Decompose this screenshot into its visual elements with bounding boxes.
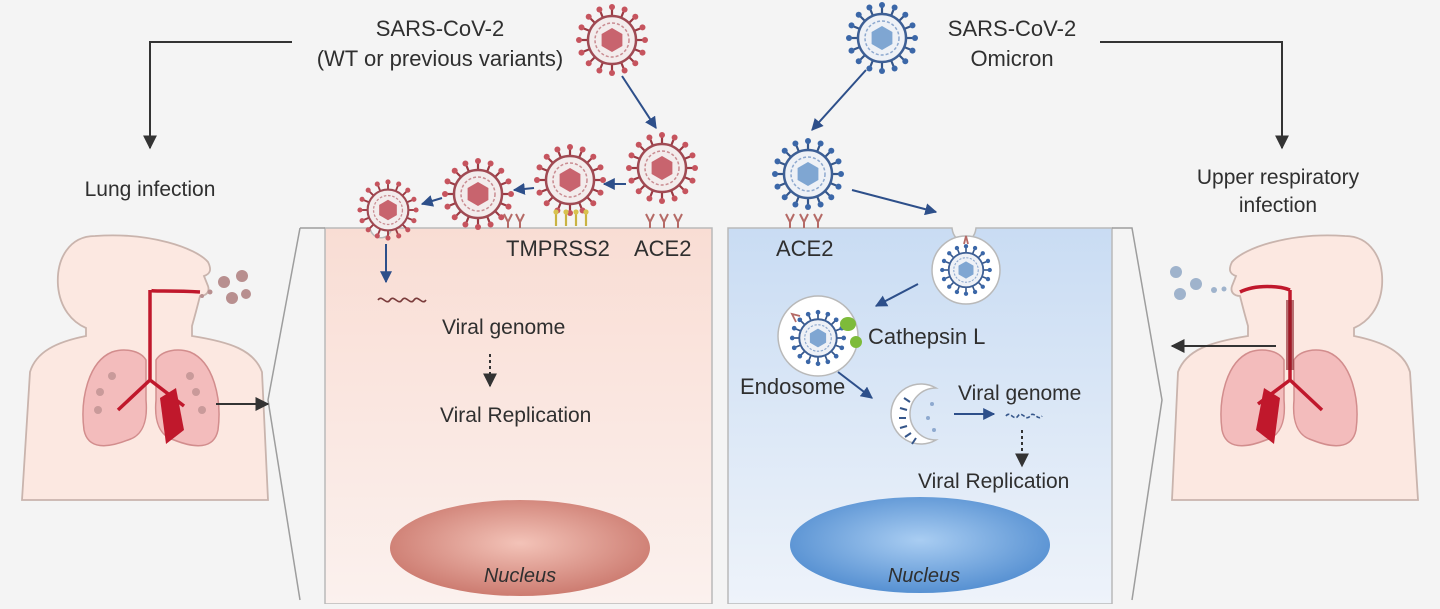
right-virus-subtitle: Omicron — [970, 46, 1053, 71]
tmprss2-label: TMPRSS2 — [506, 236, 610, 261]
right-replication-label: Viral Replication — [918, 470, 1069, 493]
right-entry-arrows — [811, 69, 1029, 468]
right-route-label-line2: infection — [1239, 194, 1317, 217]
omicron-virus-endocytosis — [931, 235, 1001, 305]
cathepsin-l-enzyme — [840, 317, 856, 331]
right-zoom-lines — [1112, 227, 1163, 601]
right-route-arrow — [1100, 41, 1289, 150]
right-virus-title: SARS-CoV-2 — [948, 16, 1076, 41]
left-nucleus — [390, 500, 650, 596]
left-entry-arrows — [380, 75, 657, 388]
right-nucleus-label: Nucleus — [888, 565, 960, 587]
left-nucleus-label: Nucleus — [484, 565, 556, 587]
left-ace2-label: ACE2 — [634, 236, 691, 261]
left-virus-title: SARS-CoV-2 — [376, 16, 504, 41]
left-exhaled-particles — [200, 270, 251, 304]
left-lungs — [82, 288, 220, 447]
left-route-label: Lung infection — [85, 178, 216, 201]
wt-virus-fusing — [440, 156, 516, 232]
left-replication-label: Viral Replication — [440, 404, 591, 427]
left-panel: Nucleus SARS-CoV-2 (WT or previous varia… — [21, 2, 713, 605]
wt-virus-bound-ace2 — [624, 130, 700, 206]
right-genome-label: Viral genome — [958, 382, 1081, 405]
left-virus-subtitle: (WT or previous variants) — [317, 46, 564, 71]
left-viral-genome-squiggle — [377, 297, 427, 303]
wt-virus-free — [574, 2, 650, 78]
right-ace2-receptors — [785, 213, 823, 229]
endosome-label: Endosome — [740, 374, 845, 399]
uncoating-vesicle — [890, 383, 939, 445]
wt-virus-entering — [356, 178, 420, 242]
left-ace2-receptors — [645, 213, 683, 229]
right-exhaled-particles — [1170, 266, 1227, 300]
right-nucleus — [790, 497, 1050, 593]
left-zoom-lines — [267, 227, 325, 601]
tmprss2-proteases — [503, 208, 590, 229]
endosome — [777, 295, 862, 377]
omicron-virus-free — [844, 0, 920, 76]
omicron-virus-ace2 — [770, 136, 846, 212]
right-lungs — [1220, 284, 1358, 447]
right-route-label-line1: Upper respiratory — [1197, 166, 1360, 189]
left-route-arrow — [143, 41, 292, 150]
cathepsin-l-label: Cathepsin L — [868, 324, 985, 349]
right-ace2-label: ACE2 — [776, 236, 833, 261]
right-panel: Nucleus SARS-CoV-2 Omicron Upper respira… — [727, 0, 1419, 605]
left-genome-label: Viral genome — [442, 316, 565, 339]
wt-virus-tmprss2 — [532, 142, 608, 218]
right-viral-genome-squiggle — [1005, 413, 1043, 419]
